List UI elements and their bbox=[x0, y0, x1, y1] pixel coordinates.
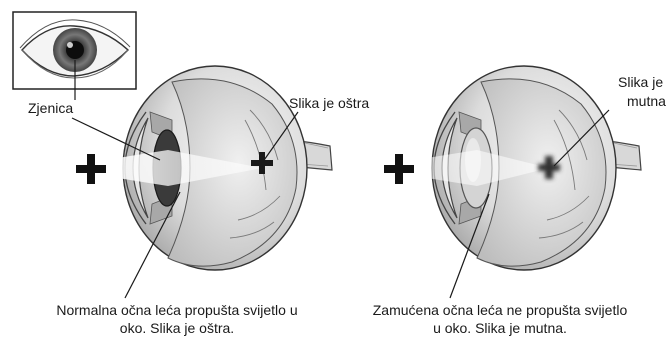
normal-eye bbox=[71, 65, 333, 299]
normal-caption-pointer-line bbox=[124, 191, 181, 299]
light-beam-normal bbox=[118, 150, 262, 186]
blurry-image-label-line1: Slika je bbox=[618, 74, 664, 90]
sharp-image-label: Slika je oštra bbox=[289, 95, 370, 111]
pupil-label: Zjenica bbox=[28, 100, 74, 116]
cataract-lens-caption-line1: Zamućena očna leća ne propušta svijetlo bbox=[372, 302, 628, 318]
light-beam-cataract bbox=[427, 150, 549, 186]
cataract-lens-caption-line2: u oko. Slika je mutna. bbox=[433, 320, 567, 336]
blurry-image-label-line2: mutna bbox=[627, 93, 666, 109]
plus-object-icon bbox=[76, 154, 106, 184]
blurry-image-pointer-line bbox=[553, 109, 610, 167]
cataract-eye bbox=[427, 65, 642, 299]
blurry-image-cross-icon bbox=[538, 156, 560, 179]
eye-closeup-inset bbox=[12, 11, 137, 90]
cataract-caption-pointer-line bbox=[449, 193, 490, 299]
normal-lens-caption-line2: oko. Slika je oštra. bbox=[119, 320, 235, 336]
normal-lens-caption-line1: Normalna očna leća propušta svijetlo u bbox=[56, 302, 298, 318]
plus-object-icon bbox=[384, 154, 414, 184]
eye-closeup-icon bbox=[19, 19, 131, 79]
pupil-to-lens-line bbox=[71, 117, 161, 161]
sharp-image-pointer-line bbox=[261, 111, 299, 164]
